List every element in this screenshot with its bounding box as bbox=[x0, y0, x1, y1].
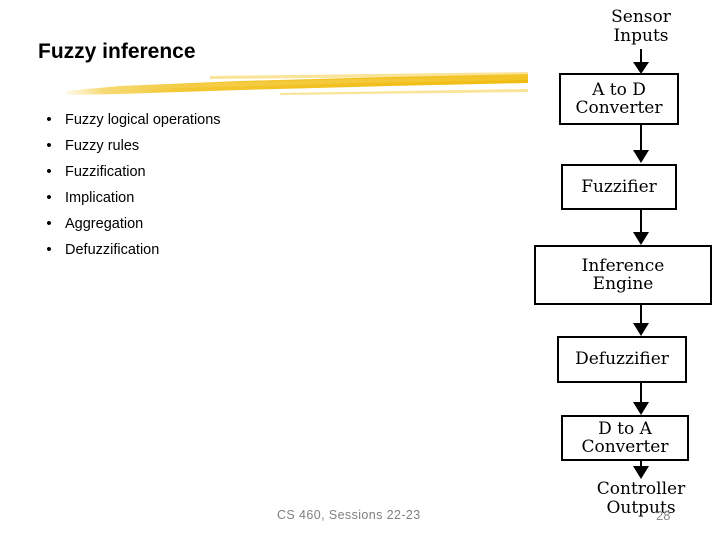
list-item-label: Implication bbox=[65, 190, 135, 206]
list-item-label: Fuzzy logical operations bbox=[65, 112, 221, 128]
fuzzy-controller-flowchart: Sensor Inputs A to D Converter Fuzzifier bbox=[520, 0, 720, 540]
list-item-label: Aggregation bbox=[65, 216, 144, 232]
bullet-marker-icon: • bbox=[46, 215, 52, 232]
bullet-marker-icon: • bbox=[46, 137, 52, 154]
bullet-list: • Fuzzy logical operations • Fuzzy rules… bbox=[38, 107, 338, 263]
connector-fuzzifier-to-inference bbox=[633, 210, 649, 245]
box-d-to-a-converter: D to A Converter bbox=[561, 415, 689, 461]
list-item: • Defuzzification bbox=[38, 237, 338, 263]
connector-dac-to-outputs bbox=[633, 461, 649, 479]
bullet-marker-icon: • bbox=[46, 189, 52, 206]
list-item: • Fuzzification bbox=[38, 159, 338, 185]
sensor-inputs-label: Sensor Inputs bbox=[611, 7, 671, 47]
list-item-label: Fuzzy rules bbox=[65, 138, 140, 154]
box-a-to-d-converter: A to D Converter bbox=[559, 73, 679, 125]
connector-inference-to-defuzzifier bbox=[633, 305, 649, 336]
controller-outputs-label: Controller Outputs bbox=[596, 479, 686, 519]
brush-stroke-decoration bbox=[66, 72, 528, 95]
page-number: 28 bbox=[656, 508, 671, 523]
list-item-label: Fuzzification bbox=[65, 164, 146, 180]
list-item: • Implication bbox=[38, 185, 338, 211]
footer-course-label: CS 460, Sessions 22-23 bbox=[277, 508, 421, 522]
bullet-marker-icon: • bbox=[46, 111, 52, 128]
connector-adc-to-fuzzifier bbox=[633, 125, 649, 163]
box-fuzzifier: Fuzzifier bbox=[561, 164, 677, 210]
list-item: • Aggregation bbox=[38, 211, 338, 237]
list-item-label: Defuzzification bbox=[65, 242, 160, 258]
list-item: • Fuzzy logical operations bbox=[38, 107, 338, 133]
box-defuzzifier: Defuzzifier bbox=[557, 336, 687, 383]
list-item: • Fuzzy rules bbox=[38, 133, 338, 159]
bullet-marker-icon: • bbox=[46, 241, 52, 258]
connector-sensor-to-adc bbox=[633, 49, 649, 74]
bullet-marker-icon: • bbox=[46, 163, 52, 180]
page-title: Fuzzy inference bbox=[38, 40, 196, 63]
box-inference-engine: Inference Engine bbox=[534, 245, 712, 305]
connector-defuzzifier-to-dac bbox=[633, 383, 649, 415]
